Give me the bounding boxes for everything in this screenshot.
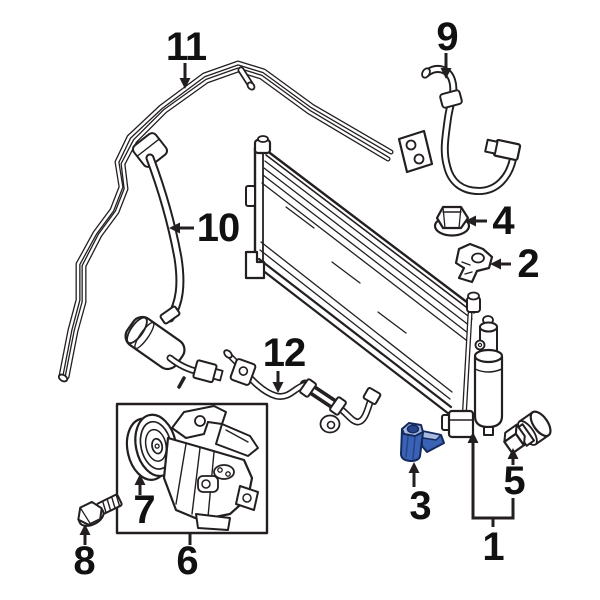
- callout-12-label[interactable]: 12: [262, 331, 306, 375]
- callout-3-label[interactable]: 3: [409, 484, 431, 528]
- hose-end-fitting: [484, 138, 522, 162]
- bracket-drawing: [454, 242, 494, 284]
- callout-2-label[interactable]: 2: [517, 242, 539, 286]
- ac-pipe-assembly-drawing: [57, 60, 434, 383]
- condenser-corner-cap: [466, 291, 481, 313]
- liquid-hose-drawing: [223, 349, 382, 434]
- suction-pipe-muffler-drawing: [124, 153, 224, 389]
- callout-5-label[interactable]: 5: [503, 459, 525, 503]
- ac-hose-drawing: [421, 64, 522, 195]
- callout-9-label[interactable]: 9: [436, 15, 458, 59]
- compressor-box: [115, 402, 269, 535]
- callout-4-label[interactable]: 4: [492, 199, 514, 243]
- pipe-end-bracket: [397, 129, 434, 174]
- pipe-open-end: [57, 373, 69, 383]
- callout-arrows: [79, 53, 519, 545]
- pipe-clamp: [131, 132, 169, 168]
- condenser-bottom-fitting: [441, 409, 475, 439]
- callout-8-label[interactable]: 8: [73, 539, 95, 583]
- hose-mount-tab: [319, 414, 341, 434]
- receiver-drier-drawing: [473, 315, 504, 436]
- condenser-drawing: [244, 135, 481, 439]
- hose-end-block: [229, 358, 257, 386]
- callout-6-label[interactable]: 6: [176, 539, 198, 583]
- valve-drawing: [503, 410, 552, 455]
- callout-7-label[interactable]: 7: [133, 488, 155, 532]
- callout-1-label[interactable]: 1: [482, 525, 504, 569]
- callout-10-label[interactable]: 10: [196, 206, 240, 250]
- bolt-drawing: [77, 493, 123, 527]
- callout-11-label[interactable]: 11: [165, 25, 207, 69]
- nut-drawing: [433, 205, 471, 237]
- pipe-connector: [192, 359, 224, 384]
- retainer-clip-highlighted-drawing[interactable]: [400, 422, 445, 462]
- compressor-drawing: [115, 402, 269, 535]
